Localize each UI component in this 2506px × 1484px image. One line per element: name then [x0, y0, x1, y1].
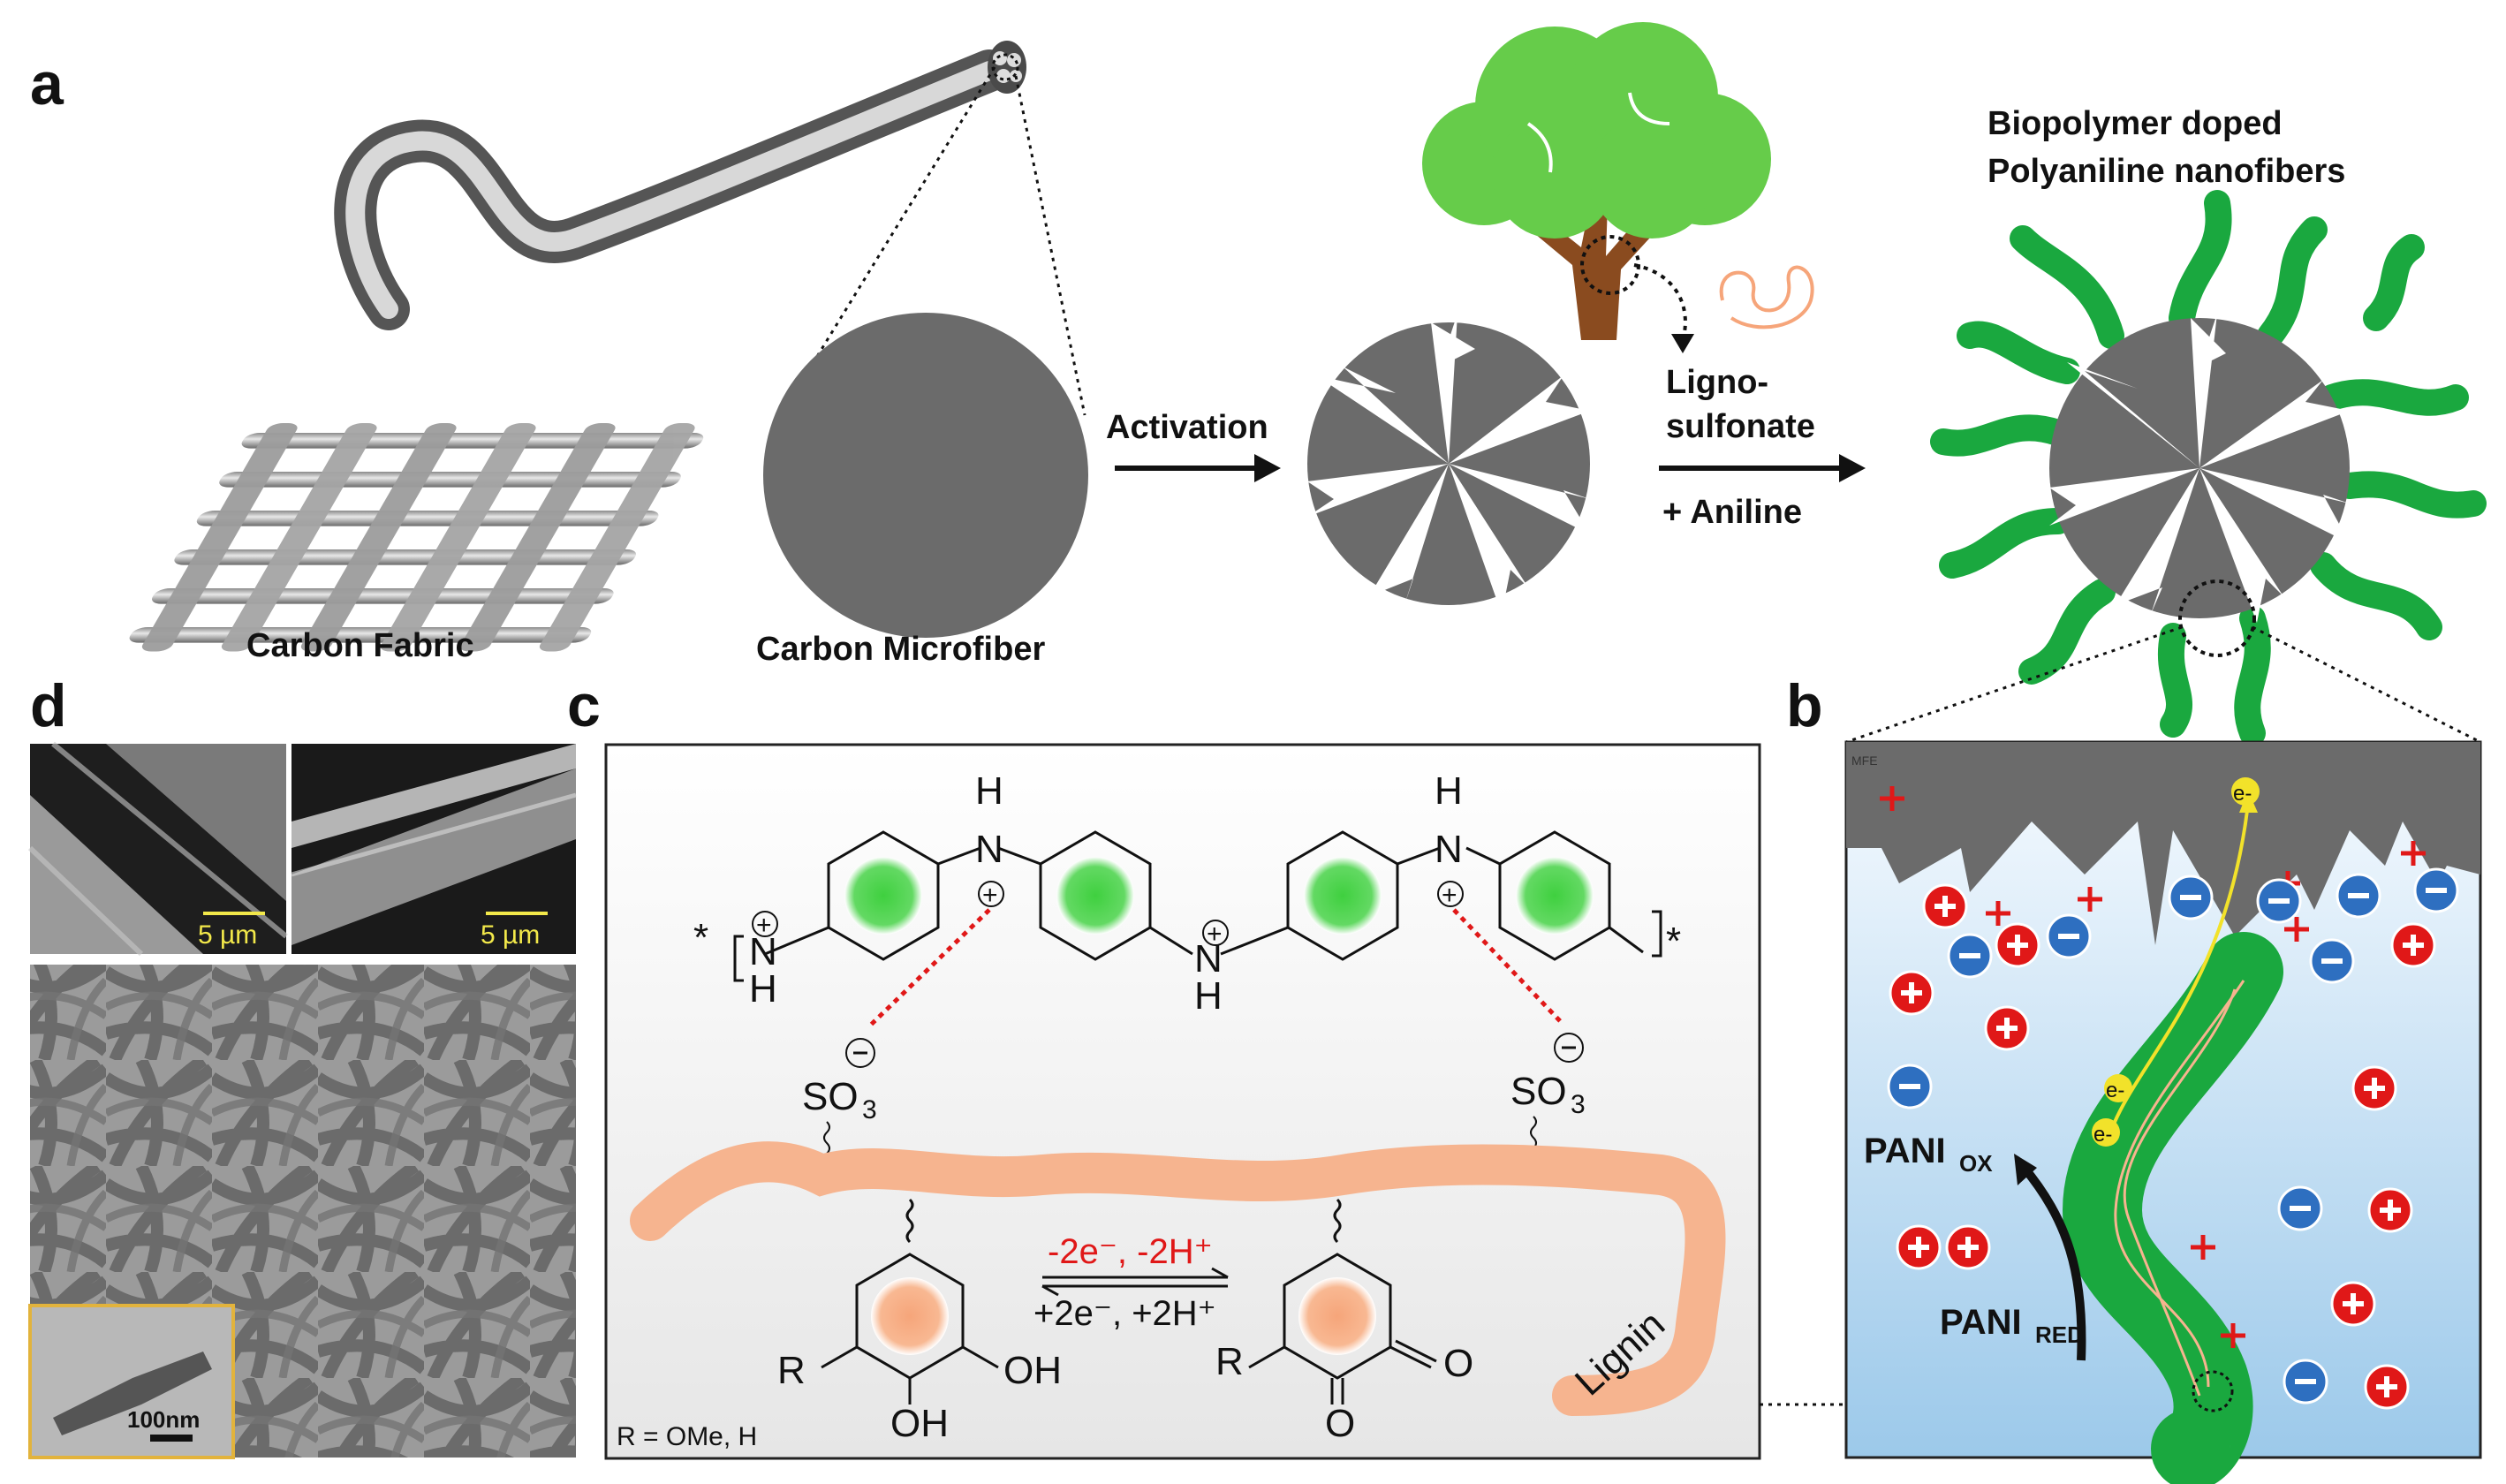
ligno-label-2: sulfonate [1666, 408, 1815, 445]
h-atom-2: H [975, 769, 1003, 813]
so3-right-sub: 3 [1571, 1090, 1586, 1119]
n-atom-2: N [975, 828, 1003, 871]
title-line-2: Polyaniline nanofibers [1987, 153, 2345, 190]
sem-image-2: 5 µm [291, 744, 577, 954]
scale-bar-2: 5 µm [481, 920, 540, 950]
h-atom-4: H [1435, 769, 1463, 813]
ring-fill-3 [1304, 857, 1382, 935]
electron-label-2: e- [2106, 1079, 2124, 1102]
tree-illustration [1422, 22, 1771, 353]
sulfonate-right: SO 3 [1510, 1033, 1586, 1149]
fiber-bundle-end [988, 41, 1026, 94]
electrode-label: MFE [1851, 753, 1878, 768]
panel-letter-a: a [30, 50, 64, 117]
r-group-2: R [1215, 1340, 1244, 1383]
title-line-1: Biopolymer doped [1987, 105, 2283, 142]
equilibrium-arrows-icon [1041, 1267, 1229, 1297]
plus-2: + [982, 881, 998, 910]
pani-red-sub: RED [2035, 1321, 2084, 1348]
plus-1: + [756, 911, 772, 940]
electron-top: e- [2231, 777, 2260, 806]
chain-atoms: * N H + N H + N H + N H + * [693, 769, 1681, 1018]
panel-letter-b: b [1786, 672, 1823, 739]
r-definition: R = OMe, H [617, 1422, 757, 1451]
electrode-surface [1846, 742, 2480, 945]
panel-letter-c: c [567, 672, 601, 739]
redox-reduction-label: +2e⁻, +2H⁺ [1033, 1294, 1216, 1333]
aniline-label: + Aniline [1662, 494, 1802, 531]
quinone-fill [1298, 1277, 1376, 1355]
pani-fiber [2062, 932, 2283, 1484]
catechol-ring [821, 1198, 999, 1404]
so3-left-sub: 3 [862, 1095, 877, 1124]
activation-arrow-icon [1254, 454, 1281, 482]
electron-label-1: e- [2233, 782, 2252, 806]
panel-b: b MFE e- e- e- [1786, 672, 2482, 1484]
o-group-2: O [1325, 1402, 1355, 1445]
chain-end-right: * [1666, 920, 1681, 963]
scale-bar-1: 5 µm [198, 920, 257, 950]
carbon-fabric-illustration [129, 422, 704, 652]
electron-mid-2: e- [2092, 1118, 2120, 1147]
plus-4: + [1442, 881, 1457, 910]
oh-group-1: OH [1003, 1349, 1062, 1392]
carbon-fabric-label: Carbon Fabric [246, 627, 474, 664]
h-atom-1: H [749, 967, 777, 1011]
tem-inset: 100nm [28, 1304, 235, 1459]
pani-red-label: PANI RED [1940, 1303, 2084, 1348]
sem-image-1: 5 µm [27, 741, 288, 957]
catechol-fill [871, 1277, 949, 1355]
carbon-microfiber-label: Carbon Microfiber [756, 631, 1045, 668]
pani-red-text: PANI [1940, 1303, 2022, 1342]
scale-bar-3: 100nm [127, 1406, 200, 1433]
n-atom-1: N [749, 930, 777, 973]
ring-fill-4 [1516, 857, 1594, 935]
synthesis-arrow-icon [1839, 454, 1866, 482]
panel-d: d 5 µm 5 µm 100nm [27, 672, 577, 1459]
ring-fill-2 [1056, 857, 1134, 935]
panel-a: a [30, 22, 2487, 746]
pani-ox-sub: OX [1959, 1150, 1993, 1177]
ox-red-arrow-icon [2014, 1154, 2037, 1185]
ligno-label-1: Ligno- [1666, 364, 1768, 401]
panel-c: c * N H + N [567, 672, 1846, 1460]
so3-right: SO [1510, 1070, 1567, 1113]
plus-3: + [1207, 920, 1223, 949]
chain-end-left: * [693, 916, 708, 959]
pani-nanofiber-composite [1930, 190, 2487, 746]
polyaniline-chain [733, 830, 1662, 982]
electron-mid-1: e- [2104, 1074, 2132, 1102]
n-atom-4: N [1435, 828, 1463, 871]
carbon-microfiber-disc [763, 313, 1088, 638]
sulfonate-left: SO 3 [802, 1038, 877, 1155]
pani-ox-label: PANI OX [1864, 1132, 1993, 1177]
activated-fiber-disc [1307, 314, 1590, 614]
lignosulfonate-squiggle-icon [1719, 265, 1814, 329]
activation-label: Activation [1106, 409, 1268, 446]
h-atom-3: H [1194, 974, 1223, 1018]
oh-group-2: OH [890, 1402, 949, 1445]
ring-fill-1 [844, 857, 922, 935]
lignin-backbone [630, 1141, 1726, 1416]
o-group-1: O [1443, 1342, 1473, 1385]
panel-letter-d: d [30, 672, 67, 739]
electrolyte-ions [1887, 867, 2459, 1410]
r-group-1: R [777, 1349, 806, 1392]
so3-left: SO [802, 1075, 859, 1118]
pani-ox-text: PANI [1864, 1132, 1946, 1170]
redox-oxidation-label: -2e⁻, -2H⁺ [1048, 1232, 1213, 1271]
electron-label-3: e- [2093, 1123, 2112, 1147]
quinone-ring [1248, 1198, 1437, 1404]
tem-image: 100nm [28, 965, 576, 1459]
